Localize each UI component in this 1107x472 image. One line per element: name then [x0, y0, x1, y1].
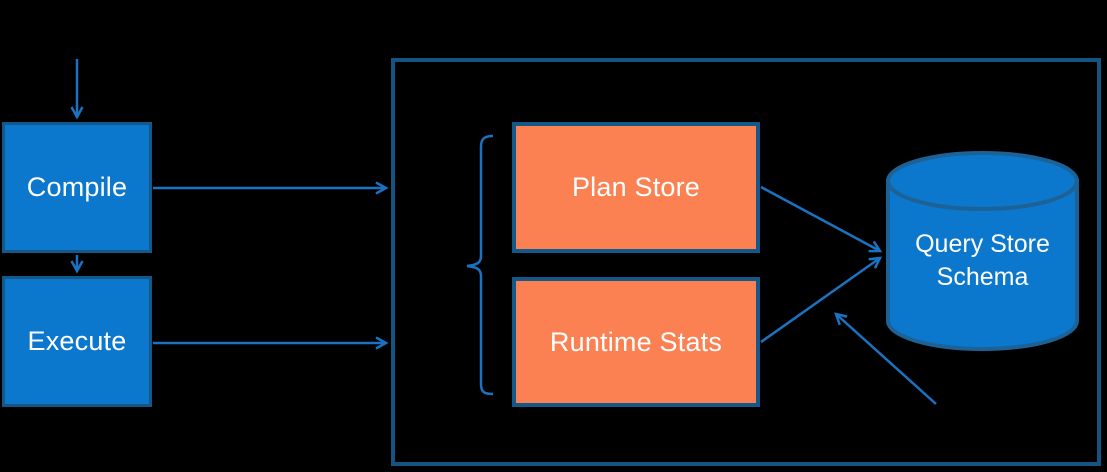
- query-store-schema-label-wrap: Query Store Schema: [884, 228, 1081, 294]
- runtime-stats-label: Runtime Stats: [549, 326, 723, 357]
- execute-label: Execute: [27, 326, 127, 356]
- runtime-stats-box: Runtime Stats: [512, 277, 760, 407]
- database-cylinder-icon: [886, 151, 1079, 351]
- compile-box: Compile: [2, 122, 152, 253]
- query-store-schema-cylinder: [884, 149, 1081, 356]
- query-store-schema-label: Query Store Schema: [915, 230, 1050, 291]
- plan-store-box: Plan Store: [512, 122, 760, 253]
- plan-store-label: Plan Store: [571, 172, 701, 202]
- compile-label: Compile: [26, 172, 128, 202]
- execute-box: Execute: [2, 276, 152, 407]
- container-box: [391, 58, 1101, 466]
